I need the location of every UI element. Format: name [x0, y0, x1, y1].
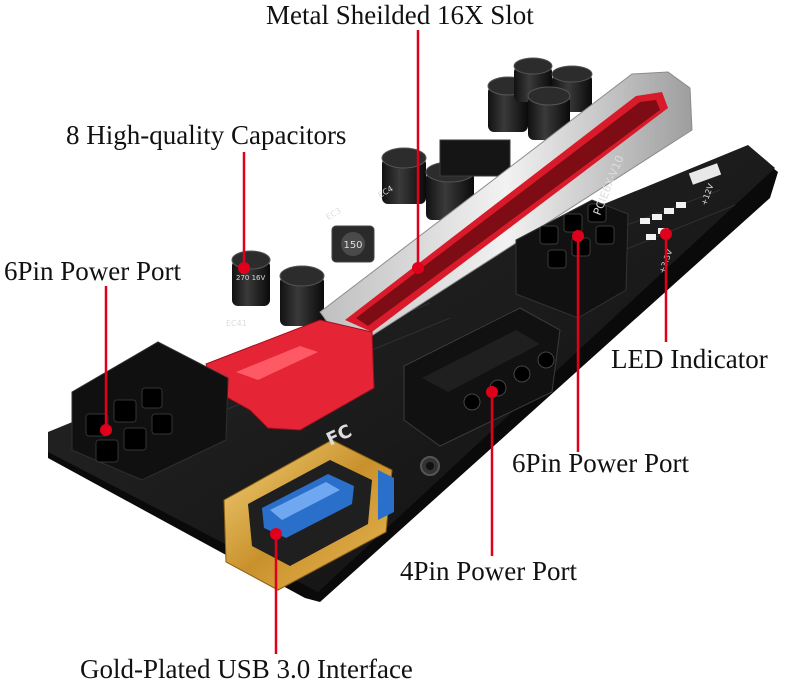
svg-text:EC41: EC41 — [226, 319, 247, 328]
svg-text:270 16V: 270 16V — [236, 274, 265, 282]
label-4pin: 4Pin Power Port — [400, 556, 578, 586]
leader-dots — [100, 228, 672, 540]
label-capacitors: 8 High-quality Capacitors — [66, 120, 347, 150]
capacitor — [279, 265, 325, 326]
svg-text:EC3: EC3 — [325, 206, 343, 222]
svg-text:150: 150 — [343, 240, 362, 251]
regulator-chip — [439, 139, 511, 177]
usb-3-connector — [223, 439, 394, 591]
left-6pin-port — [71, 341, 229, 481]
inductor: 150 — [331, 225, 375, 263]
label-6pin-left: 6Pin Power Port — [4, 256, 182, 286]
capacitor — [381, 147, 427, 204]
label-6pin-right: 6Pin Power Port — [512, 448, 690, 478]
label-usb: Gold-Plated USB 3.0 Interface — [80, 654, 413, 684]
leader-lines — [104, 30, 668, 654]
led — [688, 163, 722, 185]
right-6pin-port — [515, 199, 629, 319]
4pin-port — [403, 307, 561, 447]
label-metal-slot: Metal Sheilded 16X Slot — [266, 0, 534, 30]
label-led: LED Indicator — [611, 344, 768, 374]
led — [640, 218, 650, 224]
pcie-16x-slot — [319, 71, 693, 343]
